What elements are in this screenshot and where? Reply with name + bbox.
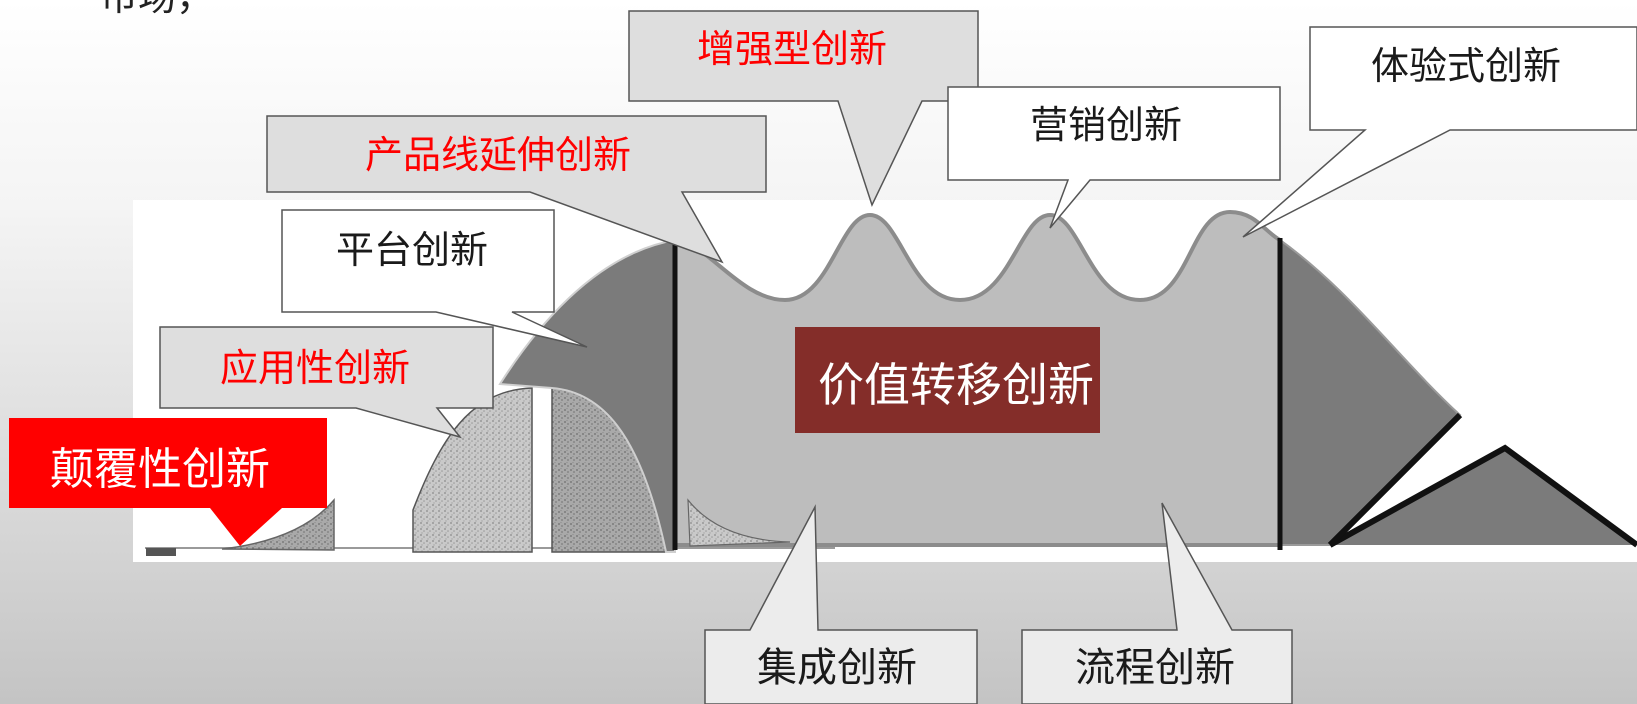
callout-experiential xyxy=(1242,26,1637,238)
label-platform: 平台创新 xyxy=(336,228,489,272)
callout-platform xyxy=(281,209,588,348)
callout-line-extension xyxy=(266,115,767,264)
baseline-mark xyxy=(146,548,176,556)
bell-curve-left xyxy=(412,387,533,553)
callout-process xyxy=(1021,502,1293,704)
callout-enhanced xyxy=(628,10,979,208)
label-enhanced: 增强型创新 xyxy=(697,27,888,71)
label-line-extension: 产品线延伸创新 xyxy=(365,133,632,177)
label-experiential: 体验式创新 xyxy=(1371,44,1562,88)
callout-application xyxy=(159,326,494,439)
dark-wedge xyxy=(498,238,676,553)
center-box xyxy=(795,327,1100,433)
top-fragment-text: 市场， xyxy=(100,0,214,21)
label-disruptive: 颠覆性创新 xyxy=(50,444,270,495)
label-marketing: 营销创新 xyxy=(1030,103,1183,147)
callout-integration xyxy=(704,504,978,704)
tail-triangle xyxy=(1330,448,1637,545)
label-center: 价值转移创新 xyxy=(818,358,1094,412)
tail-triangle-outline xyxy=(1328,444,1637,548)
decline-edge xyxy=(1327,412,1463,548)
callout-disruptive xyxy=(9,418,327,546)
small-tail xyxy=(687,498,791,547)
label-integration: 集成创新 xyxy=(757,645,917,691)
callout-marketing xyxy=(947,86,1281,229)
label-process: 流程创新 xyxy=(1075,645,1235,691)
label-application: 应用性创新 xyxy=(220,346,411,390)
first-curve xyxy=(221,497,335,551)
